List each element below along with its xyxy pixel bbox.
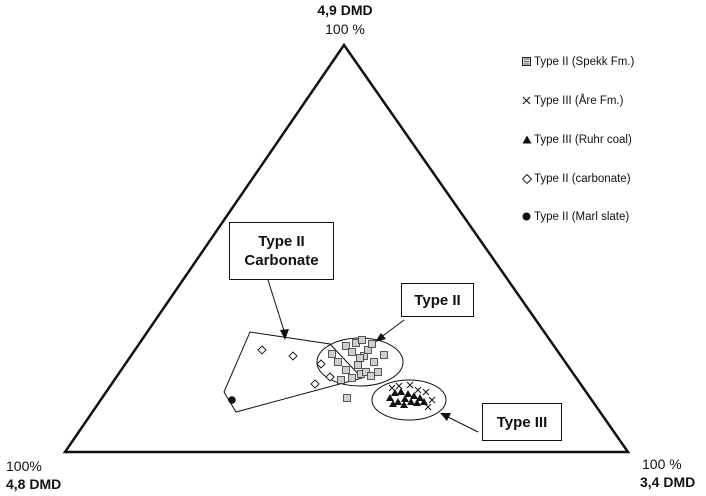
type-iii-pointer (445, 415, 479, 433)
diamond-marker (325, 372, 335, 382)
top-vertex-percent: 100 % (325, 21, 365, 37)
triangle-marker (401, 395, 409, 402)
open-diamond-icon (522, 174, 532, 184)
triangle-marker (397, 388, 405, 395)
top-vertex-name: 4,9 DMD (317, 2, 373, 18)
right-vertex-name: 3,4 DMD (640, 474, 696, 490)
triangle-marker (413, 399, 421, 406)
circle-marker (228, 396, 236, 404)
type-ii-callout: Type II (401, 283, 474, 317)
triangle-marker (394, 398, 402, 405)
left-vertex-name: 4,8 DMD (6, 476, 62, 492)
callout-line: Carbonate (244, 252, 319, 269)
legend-label: Type III (Åre Fm.) (534, 95, 624, 107)
type-ii-carbonate-callout: Type II Carbonate (229, 222, 334, 280)
type-iii-field-ellipse (371, 379, 447, 421)
cross-marker (422, 388, 430, 396)
legend-label: Type II (Spekk Fm.) (534, 56, 635, 68)
left-vertex-percent: 100% (6, 458, 42, 474)
right-vertex-percent: 100 % (642, 456, 682, 472)
square-marker (337, 376, 345, 384)
cross-marker (424, 403, 432, 411)
type-iii-callout: Type III (482, 403, 562, 441)
square-marker (380, 351, 388, 359)
square-marker (348, 348, 356, 356)
type-iii-arrowhead (440, 413, 451, 421)
square-marker (348, 374, 356, 382)
square-marker (364, 346, 372, 354)
legend-label: Type II (Marl slate) (534, 211, 630, 223)
square-marker (374, 368, 382, 376)
square-marker (370, 358, 378, 366)
triangle-marker (420, 398, 428, 405)
triangle-marker (410, 392, 418, 399)
callout-line: Type II (258, 233, 305, 250)
triangle-marker (386, 394, 394, 401)
triangle-marker (407, 398, 415, 405)
triangle-marker (389, 400, 397, 407)
square-marker (343, 394, 351, 402)
square-marker (342, 366, 350, 374)
diamond-marker (310, 379, 320, 389)
cross-marker (414, 386, 422, 394)
legend-label: Type II (carbonate) (534, 173, 631, 185)
cross-marker (406, 381, 414, 389)
cross-marker (388, 384, 396, 392)
square-marker (358, 336, 366, 344)
square-marker (354, 361, 362, 369)
ternary-triangle (62, 42, 631, 454)
square-marker (362, 368, 370, 376)
hatched-square-icon (522, 57, 531, 66)
cross-icon (522, 96, 531, 105)
square-marker (334, 358, 342, 366)
square-marker (368, 340, 376, 348)
triangle-marker (404, 390, 412, 397)
diamond-marker (288, 351, 298, 361)
triangle-marker (391, 389, 399, 396)
cross-marker (395, 382, 403, 390)
legend-label: Type III (Ruhr coal) (534, 134, 632, 146)
triangle-marker (400, 401, 408, 408)
type-ii-arrowhead (375, 333, 386, 342)
square-marker (342, 342, 350, 350)
filled-triangle-icon (522, 135, 532, 144)
triangle-marker (416, 394, 424, 401)
type-ii-carbonate-pointer (267, 279, 286, 335)
type-ii-carbonate-field (223, 331, 363, 413)
square-marker (367, 372, 375, 380)
filled-circle-icon (522, 212, 531, 221)
type-ii-pointer (379, 319, 405, 339)
data-points (228, 336, 436, 411)
diamond-marker (316, 359, 326, 369)
square-marker (328, 350, 336, 358)
type-ii-carbonate-arrowhead (280, 329, 289, 340)
cross-marker (428, 396, 436, 404)
square-marker (356, 354, 364, 362)
diamond-marker (257, 345, 267, 355)
